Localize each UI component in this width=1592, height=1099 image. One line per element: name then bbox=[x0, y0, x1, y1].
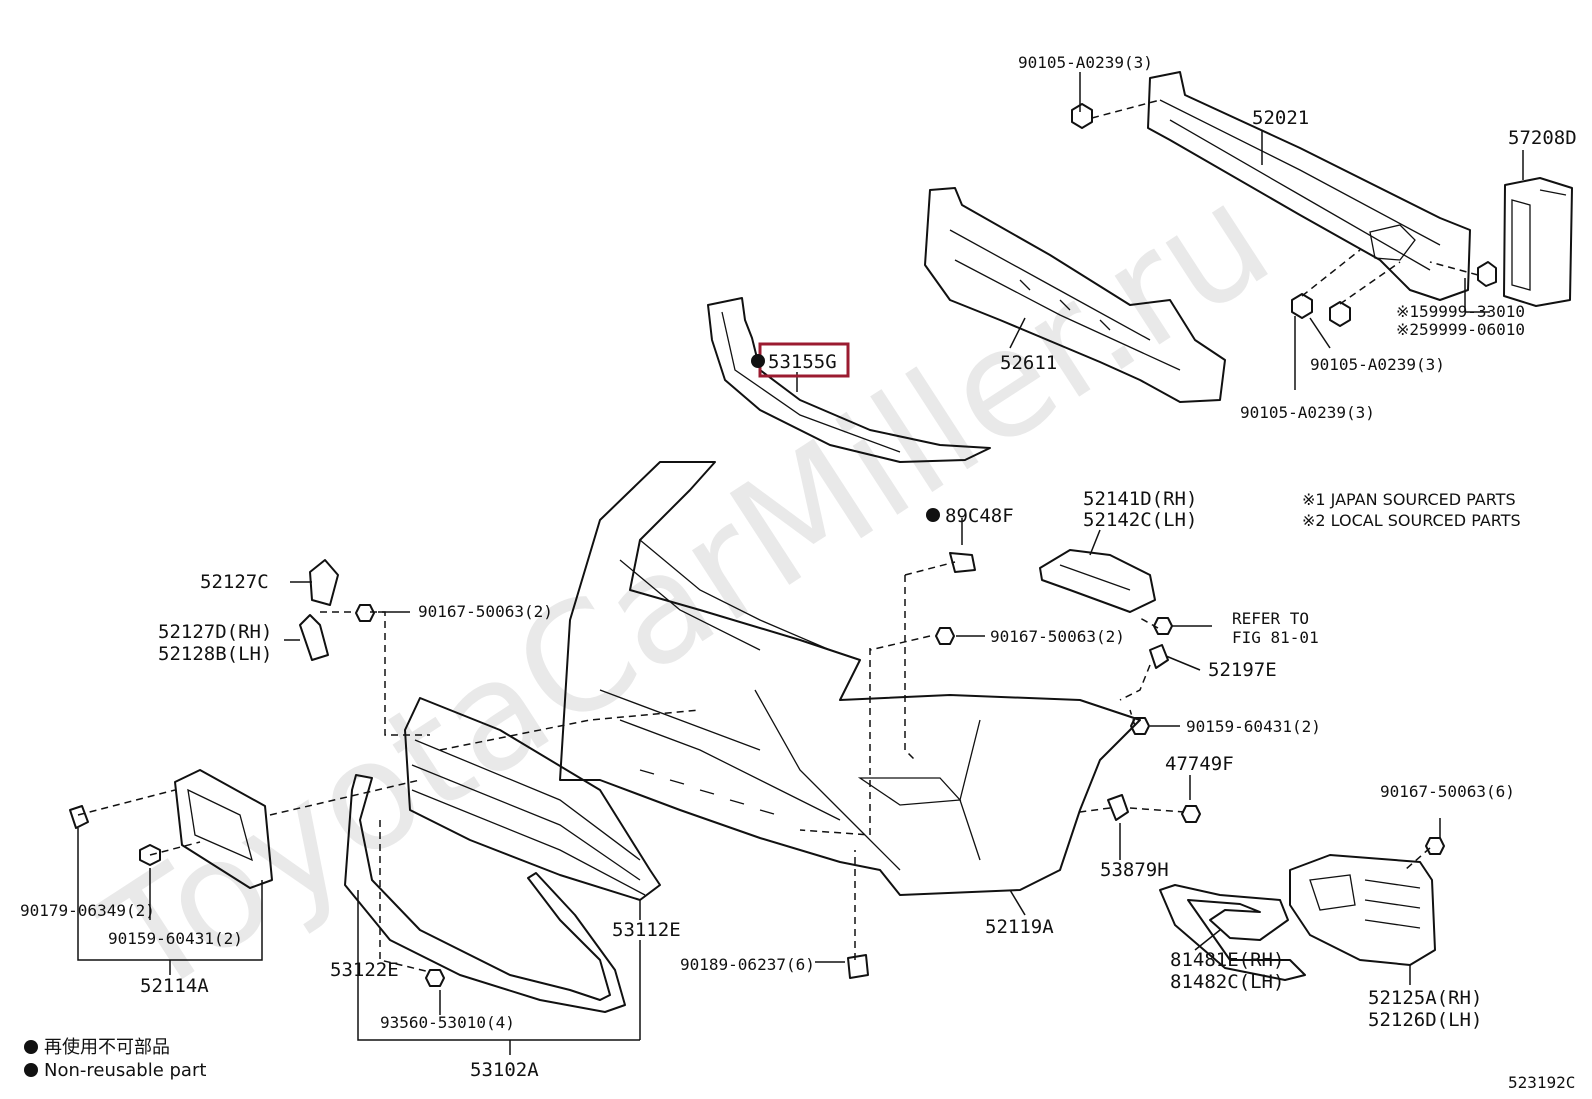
note-japan: ※1 JAPAN SOURCED PARTS bbox=[1302, 490, 1516, 509]
label-259999: ※259999-06010 bbox=[1396, 320, 1525, 339]
air-duct-52125A bbox=[1289, 854, 1436, 966]
legend-dot-jp bbox=[24, 1040, 38, 1054]
label-90189: 90189-06237(6) bbox=[680, 955, 815, 974]
label-53122E: 53122E bbox=[330, 959, 399, 981]
label-90105-low: 90105-A0239(3) bbox=[1240, 403, 1375, 422]
front-spoiler-molding-53155G bbox=[707, 297, 991, 463]
label-refer-2: FIG 81-01 bbox=[1232, 628, 1319, 647]
bumper-reinforcement-52021 bbox=[1147, 71, 1471, 301]
label-52197E: 52197E bbox=[1208, 659, 1277, 681]
license-bracket-52114A bbox=[174, 769, 273, 889]
note-local: ※2 LOCAL SOURCED PARTS bbox=[1302, 511, 1521, 530]
label-53155G: 53155G bbox=[768, 351, 837, 373]
label-52141D: 52141D(RH) bbox=[1083, 488, 1197, 510]
label-53102A: 53102A bbox=[470, 1059, 539, 1081]
label-52021: 52021 bbox=[1252, 107, 1309, 129]
label-90159-b: 90159-60431(2) bbox=[108, 929, 243, 948]
label-90159-a: 90159-60431(2) bbox=[1186, 717, 1321, 736]
label-81481E: 81481E(RH) bbox=[1170, 949, 1284, 971]
fog-lamp-cover-81481E bbox=[1159, 884, 1306, 981]
fasteners bbox=[69, 552, 1445, 987]
grille-molding-53122E bbox=[344, 774, 626, 1013]
label-81482C: 81482C(LH) bbox=[1170, 971, 1284, 993]
label-53112E: 53112E bbox=[612, 919, 681, 941]
label-57208D: 57208D bbox=[1508, 127, 1577, 149]
non-reusable-dot-89C48F bbox=[926, 508, 940, 522]
label-52125A: 52125A(RH) bbox=[1368, 987, 1482, 1009]
label-90105-mid: 90105-A0239(3) bbox=[1310, 355, 1445, 374]
label-90167-c: 90167-50063(6) bbox=[1380, 782, 1515, 801]
legend-dot-en bbox=[24, 1063, 38, 1077]
label-52611: 52611 bbox=[1000, 352, 1057, 374]
label-90179: 90179-06349(2) bbox=[20, 901, 155, 920]
legend-jp: 再使用不可部品 bbox=[44, 1037, 170, 1058]
label-90105-top: 90105-A0239(3) bbox=[1018, 53, 1153, 72]
lower-grille-53112E bbox=[404, 697, 661, 901]
bracket-57208D bbox=[1503, 177, 1573, 307]
label-90167-b: 90167-50063(2) bbox=[990, 627, 1125, 646]
figure-number: 523192C bbox=[1508, 1073, 1575, 1092]
label-52128B: 52128B(LH) bbox=[158, 643, 272, 665]
energy-absorber-52611 bbox=[924, 187, 1226, 403]
label-159999: ※159999-33010 bbox=[1396, 302, 1525, 321]
label-52127D: 52127D(RH) bbox=[158, 621, 272, 643]
label-52126D: 52126D(LH) bbox=[1368, 1009, 1482, 1031]
label-refer-1: REFER TO bbox=[1232, 609, 1309, 628]
label-47749F: 47749F bbox=[1165, 753, 1234, 775]
legend-en: Non-reusable part bbox=[44, 1060, 206, 1081]
non-reusable-dot-53155G bbox=[751, 354, 765, 368]
label-89C48F: 89C48F bbox=[945, 505, 1014, 527]
label-52127C: 52127C bbox=[200, 571, 269, 593]
retainer-52141D-52142C bbox=[1039, 549, 1156, 613]
label-93560: 93560-53010(4) bbox=[380, 1013, 515, 1032]
bumper-cover-52119A bbox=[559, 461, 1141, 896]
label-52142C: 52142C(LH) bbox=[1083, 509, 1197, 531]
label-52119A: 52119A bbox=[985, 916, 1054, 938]
label-52114A: 52114A bbox=[140, 975, 209, 997]
bolts-52021 bbox=[1071, 103, 1497, 327]
label-53879H: 53879H bbox=[1100, 859, 1169, 881]
label-90167-a: 90167-50063(2) bbox=[418, 602, 553, 621]
